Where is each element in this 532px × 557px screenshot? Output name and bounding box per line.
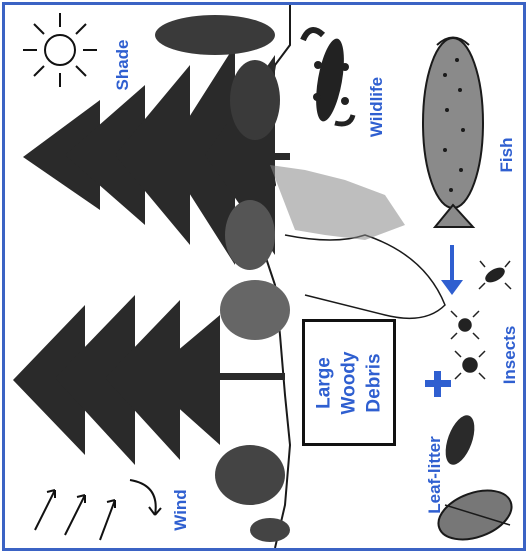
- plus-icon: [425, 371, 451, 397]
- fish-icon: [423, 38, 483, 228]
- lwd-line-3: Debris: [362, 320, 387, 445]
- shrubs-lower: [215, 280, 290, 542]
- label-wildlife: Wildlife: [367, 77, 387, 137]
- label-wind: Wind: [171, 489, 191, 530]
- diagram-frame: Shade Wildlife Fish Insects Leaf-litter …: [2, 2, 526, 551]
- lwd-line-1: Large: [312, 320, 337, 445]
- large-woody-debris-box: Large Woody Debris: [302, 319, 396, 446]
- label-insects: Insects: [500, 326, 520, 385]
- label-fish: Fish: [497, 138, 517, 173]
- river-channel: [285, 235, 445, 318]
- label-leaf-litter: Leaf-litter: [425, 436, 445, 513]
- large-woody-debris-label: Large Woody Debris: [312, 320, 387, 445]
- sun-icon: [23, 13, 97, 87]
- wind-arrows-icon: [35, 480, 161, 540]
- lwd-line-2: Woody: [337, 320, 362, 445]
- label-shade: Shade: [113, 39, 133, 90]
- bank-hatching: [270, 165, 405, 240]
- salamander-icon: [303, 30, 353, 124]
- riparian-illustration: [5, 5, 523, 548]
- arrow-insects-to-fish: [441, 245, 463, 295]
